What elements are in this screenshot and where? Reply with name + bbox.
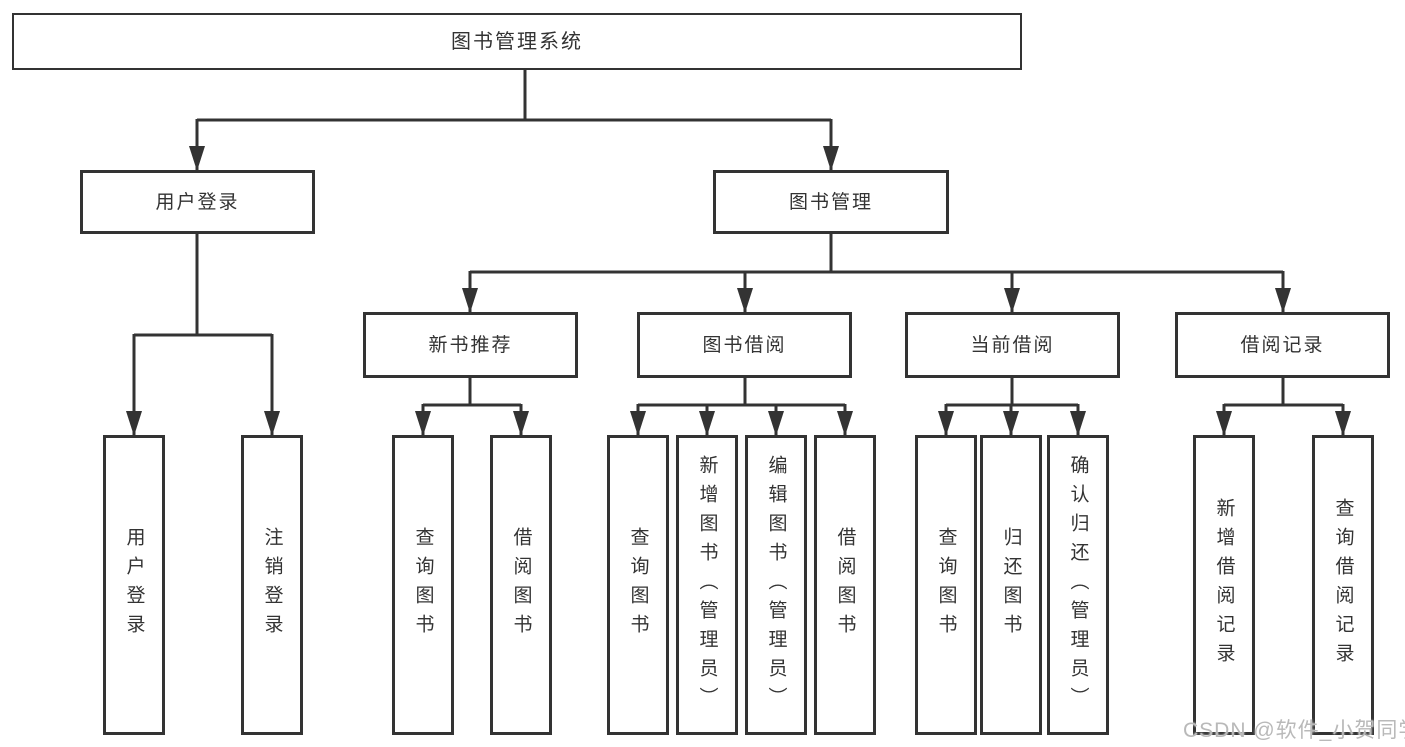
connector-book-borrowing bbox=[638, 378, 845, 407]
connector-current-borrowing bbox=[946, 378, 1078, 407]
node-book-management: 图书管理 bbox=[713, 170, 949, 234]
leaf-bb-add-book-admin: 新增图书（管理员） bbox=[676, 435, 738, 735]
connector-book-management bbox=[470, 234, 1283, 274]
leaf-bb-edit-book-admin: 编辑图书（管理员） bbox=[745, 435, 807, 735]
leaf-nb-borrow-book: 借阅图书 bbox=[490, 435, 552, 735]
leaf-bb-query-book: 查询图书 bbox=[607, 435, 669, 735]
leaf-bb-borrow-book: 借阅图书 bbox=[814, 435, 876, 735]
leaf-user-login: 用户登录 bbox=[103, 435, 165, 735]
leaf-cb-confirm-return-admin: 确认归还（管理员） bbox=[1047, 435, 1109, 735]
leaf-logout: 注销登录 bbox=[241, 435, 303, 735]
leaf-br-add-record: 新增借阅记录 bbox=[1193, 435, 1255, 735]
leaf-br-query-record: 查询借阅记录 bbox=[1312, 435, 1374, 735]
node-book-borrowing: 图书借阅 bbox=[637, 312, 852, 378]
connector-borrow-records bbox=[1224, 378, 1343, 407]
connector-root bbox=[197, 70, 831, 122]
leaf-cb-return-book: 归还图书 bbox=[980, 435, 1042, 735]
node-borrow-records: 借阅记录 bbox=[1175, 312, 1390, 378]
connector-new-book bbox=[423, 378, 521, 407]
leaf-cb-query-book: 查询图书 bbox=[915, 435, 977, 735]
node-root: 图书管理系统 bbox=[12, 13, 1022, 70]
connector-user-login bbox=[134, 234, 272, 337]
node-new-book-recommend: 新书推荐 bbox=[363, 312, 578, 378]
node-current-borrowing: 当前借阅 bbox=[905, 312, 1120, 378]
leaf-nb-query-book: 查询图书 bbox=[392, 435, 454, 735]
watermark-text: CSDN @软件_小贺同学 bbox=[1183, 719, 1405, 742]
node-user-login: 用户登录 bbox=[80, 170, 315, 234]
